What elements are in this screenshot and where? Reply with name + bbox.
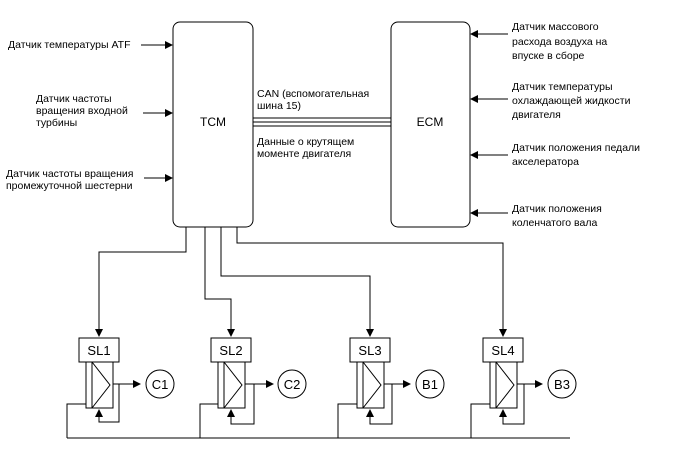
can-bus-label-line1: CAN (вспомогательная xyxy=(257,88,369,100)
ecm-sensor-coolant-temp: Датчик температуры охлаждающей жидкости … xyxy=(470,81,631,121)
solenoid-unit-sl1: SL1 C1 xyxy=(66,337,175,438)
solenoid-unit-sl3: SL3 B1 xyxy=(337,337,445,438)
solenoid-label: SL1 xyxy=(87,343,110,358)
torque-data-label-line2: моменте двигателя xyxy=(257,148,351,160)
ecm-sensor-mass-air-flow: Датчик массового расхода воздуха на впус… xyxy=(470,21,607,62)
sensor-label: Датчик температуры ATF xyxy=(8,39,131,51)
sensor-label: Датчик положения xyxy=(512,203,602,215)
sensor-label: коленчатого вала xyxy=(512,217,597,229)
tcm-sensor-intermediate-gear-speed: Датчик частоты вращения промежуточной ше… xyxy=(6,168,173,192)
solenoid-label: SL2 xyxy=(219,343,242,358)
sensor-label: охлаждающей жидкости xyxy=(512,95,631,107)
solenoid-label: SL4 xyxy=(491,343,514,358)
clutch-b3: B3 xyxy=(547,369,577,399)
clutch-label: C1 xyxy=(152,377,169,392)
sensor-label: впуске в сборе xyxy=(512,50,585,62)
torque-data-label-line1: Данные о крутящем xyxy=(257,136,354,148)
ecm-label: ECM xyxy=(417,115,444,129)
clutch-label: B1 xyxy=(422,377,438,392)
solenoid-label: SL3 xyxy=(358,343,381,358)
sensor-label: вращения входной xyxy=(36,105,128,117)
clutch-label: C2 xyxy=(284,377,301,392)
sensor-label: турбины xyxy=(36,117,77,129)
sensor-label: Датчик температуры xyxy=(512,81,613,93)
tcm-sensor-input-turbine-speed: Датчик частоты вращения входной турбины xyxy=(36,93,173,129)
can-bus: CAN (вспомогательная шина 15) Данные о к… xyxy=(253,88,391,160)
solenoid-unit-sl2: SL2 C2 xyxy=(199,337,307,438)
sensor-label: двигателя xyxy=(512,109,561,121)
clutch-c1: C1 xyxy=(145,369,175,399)
clutch-c2: C2 xyxy=(277,369,307,399)
can-bus-label-line2: шина 15) xyxy=(257,100,301,112)
ecm-sensor-crankshaft-position: Датчик положения коленчатого вала xyxy=(470,203,602,229)
ecm-sensor-accelerator-pedal: Датчик положения педали акселератора xyxy=(470,142,640,168)
sensor-label: промежуточной шестерни xyxy=(6,180,133,192)
sensor-label: Датчик массового xyxy=(512,21,599,33)
ecm-block: ECM xyxy=(390,21,471,228)
solenoid-control-wires xyxy=(95,227,507,337)
sensor-label: акселератора xyxy=(512,156,579,168)
solenoid-unit-sl4: SL4 B3 xyxy=(470,337,577,438)
clutch-label: B3 xyxy=(554,377,570,392)
sensor-label: расхода воздуха на xyxy=(512,36,607,48)
tcm-label: TCM xyxy=(200,115,226,129)
sensor-label: Датчик частоты вращения xyxy=(6,168,133,180)
tcm-block: TCM xyxy=(172,21,254,228)
clutch-b1: B1 xyxy=(415,369,445,399)
sensor-label: Датчик частоты xyxy=(36,93,112,105)
tcm-sensor-atf-temp: Датчик температуры ATF xyxy=(8,39,173,51)
sensor-label: Датчик положения педали xyxy=(512,142,640,154)
